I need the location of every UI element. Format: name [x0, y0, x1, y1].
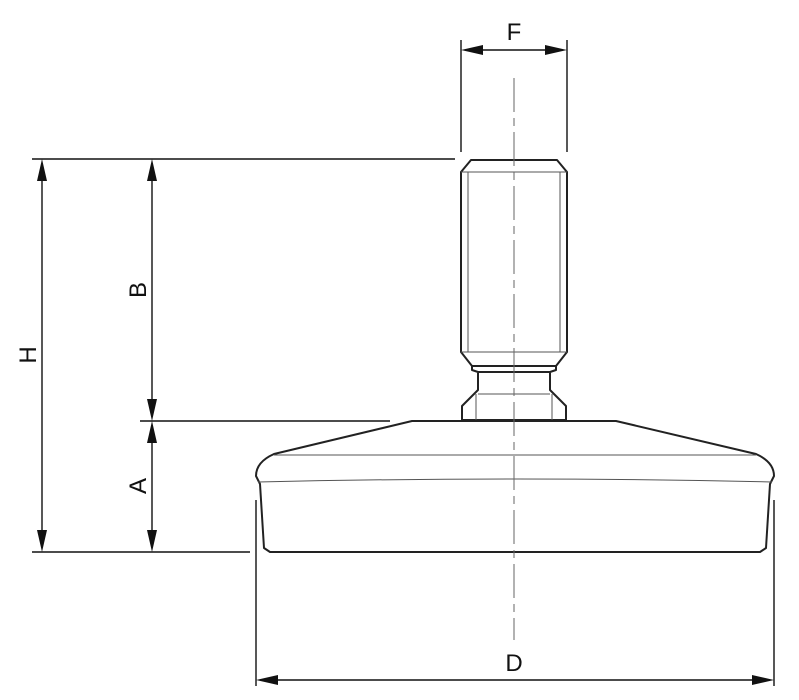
dimension-b-arrow-top — [147, 159, 157, 181]
dimension-h-label: H — [15, 346, 42, 363]
dimension-f: F — [461, 19, 567, 55]
dimension-b: B — [125, 159, 157, 421]
dimension-h: H — [15, 159, 47, 552]
dimension-a-label: A — [125, 478, 152, 494]
base-outline — [255, 420, 775, 553]
dimension-b-label: B — [125, 282, 152, 298]
dimension-f-label: F — [507, 19, 522, 46]
dimension-a-arrow-bottom — [147, 530, 157, 552]
dimension-a: A — [125, 421, 157, 552]
dimension-b-arrow-bottom — [147, 399, 157, 421]
dimension-h-arrow-top — [37, 159, 47, 181]
dimension-h-arrow-bottom — [37, 530, 47, 552]
extension-lines — [32, 40, 775, 686]
dimension-f-arrow-right — [545, 45, 567, 55]
base-lower-edge — [257, 478, 773, 483]
dimension-d-arrow-right — [752, 675, 774, 685]
dimension-d: D — [256, 650, 774, 685]
dimension-f-arrow-left — [461, 45, 483, 55]
dimension-a-arrow-top — [147, 421, 157, 443]
dimension-d-arrow-left — [256, 675, 278, 685]
dimension-d-label: D — [505, 650, 522, 677]
base — [255, 420, 775, 553]
